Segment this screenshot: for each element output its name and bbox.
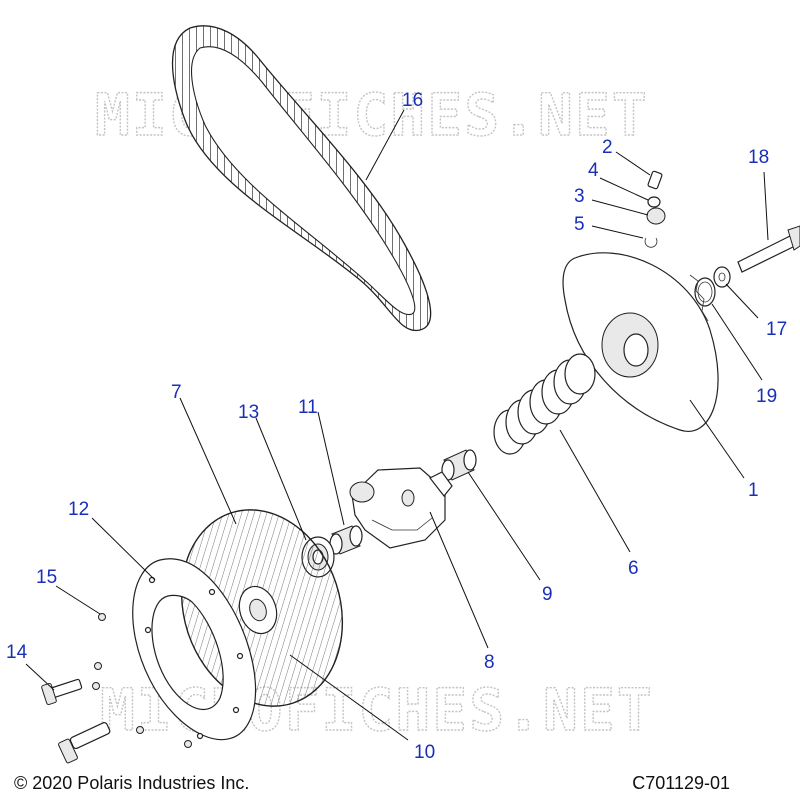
callout-14: 14 bbox=[6, 642, 28, 663]
leader-lines bbox=[25, 109, 769, 741]
callout-15: 15 bbox=[36, 567, 57, 588]
callout-11: 11 bbox=[298, 397, 318, 418]
part-1-moveable-sheave bbox=[562, 252, 719, 432]
callout-1: 1 bbox=[748, 480, 759, 501]
copyright-notice: © 2020 Polaris Industries Inc. bbox=[14, 773, 250, 793]
callout-3: 3 bbox=[574, 186, 585, 207]
callout-19: 19 bbox=[756, 386, 777, 407]
part-11-bushing bbox=[329, 525, 363, 555]
part-6-spring bbox=[493, 353, 596, 455]
part-2-pin bbox=[647, 170, 663, 190]
part-16-drive-belt bbox=[171, 25, 432, 332]
part-4-washer bbox=[647, 196, 661, 208]
figure-id: C701129-01 bbox=[632, 773, 730, 793]
callout-6: 6 bbox=[628, 558, 639, 579]
callout-16: 16 bbox=[402, 90, 423, 111]
part-5-clip bbox=[644, 237, 658, 248]
callout-10: 10 bbox=[414, 742, 435, 763]
part-9-bushing bbox=[441, 449, 477, 481]
part-14-bolts bbox=[41, 678, 111, 764]
part-15-screws bbox=[92, 613, 192, 748]
part-3-roller bbox=[646, 207, 666, 225]
callout-labels: 16 2 4 3 5 18 17 19 1 6 9 8 11 13 7 12 1… bbox=[6, 90, 787, 763]
part-8-spider-hub bbox=[349, 467, 453, 549]
part-18-bolt bbox=[737, 225, 800, 273]
callout-7: 7 bbox=[171, 382, 182, 403]
callout-2: 2 bbox=[602, 137, 613, 158]
callout-8: 8 bbox=[484, 652, 495, 673]
part-19-o-ring bbox=[694, 277, 716, 307]
callout-9: 9 bbox=[542, 584, 553, 605]
callout-4: 4 bbox=[588, 160, 599, 181]
callout-18: 18 bbox=[748, 147, 769, 168]
callout-5: 5 bbox=[574, 214, 585, 235]
part-17-washer bbox=[713, 266, 731, 288]
callout-12: 12 bbox=[68, 499, 89, 520]
callout-17: 17 bbox=[766, 319, 787, 340]
part-12-cover-plate bbox=[132, 558, 257, 741]
callout-13: 13 bbox=[238, 402, 259, 423]
